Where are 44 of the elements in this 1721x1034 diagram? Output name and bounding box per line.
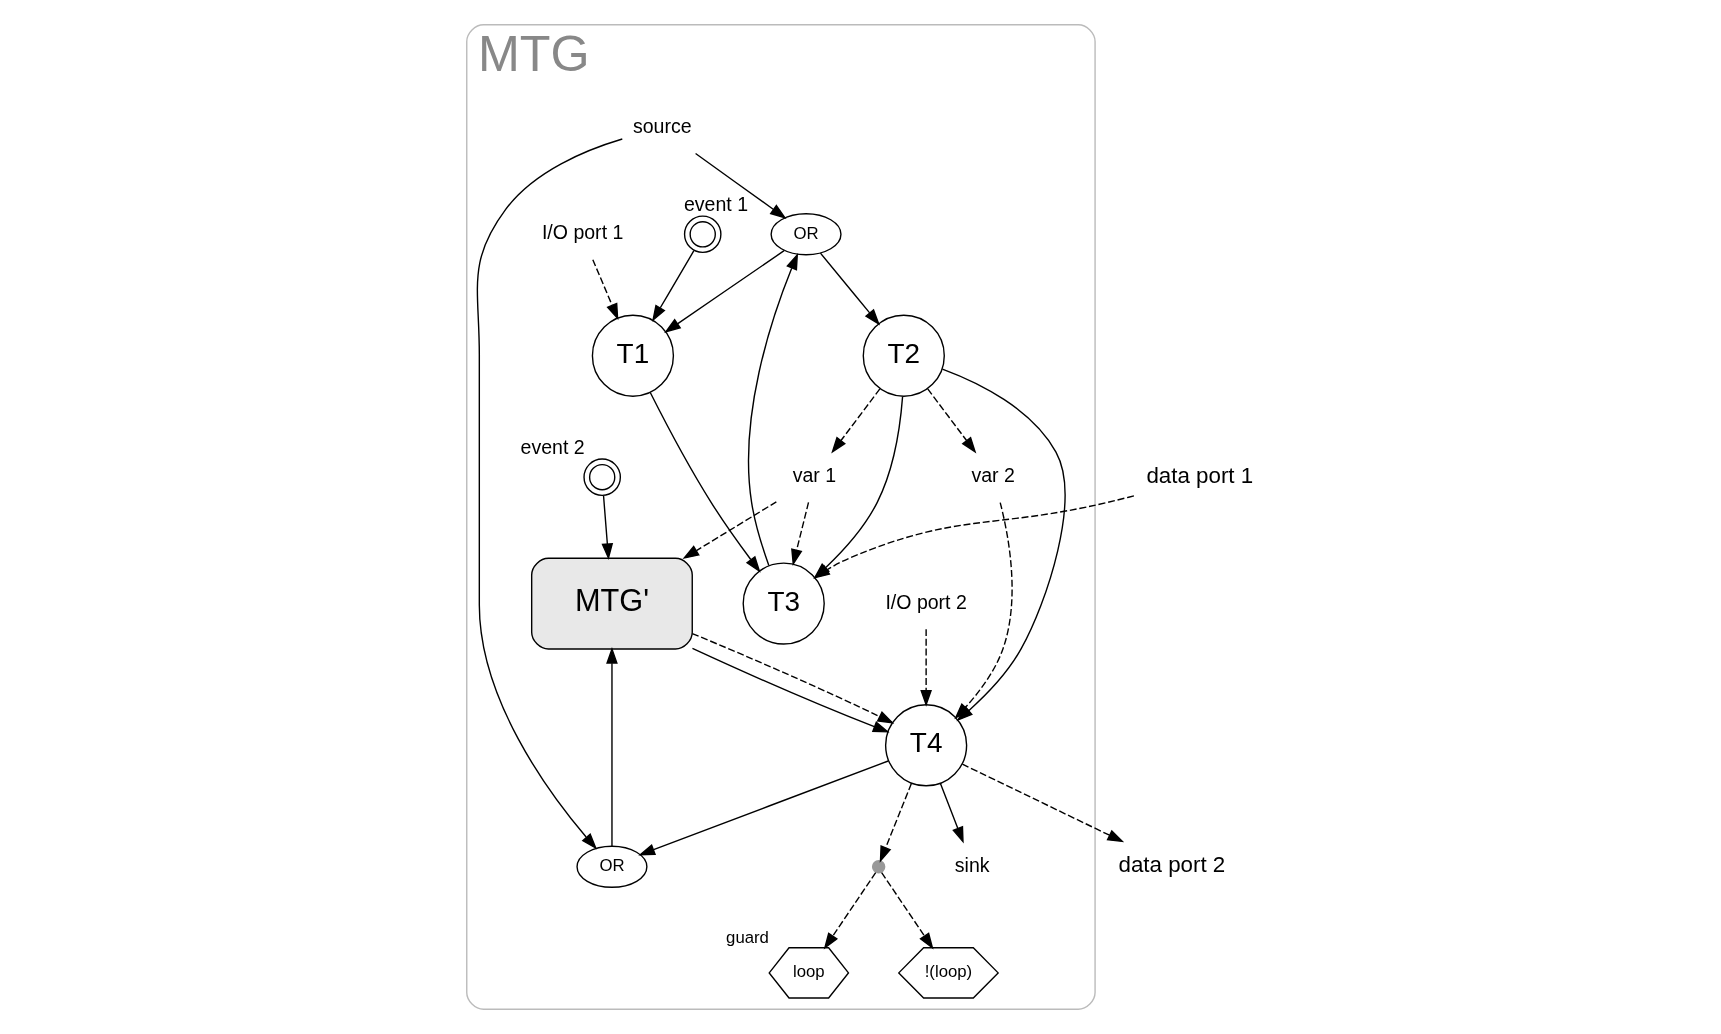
- arrow: [664, 250, 785, 333]
- arrow: [747, 253, 799, 567]
- node-label: guard: [726, 928, 769, 947]
- node-text: sink: [954, 853, 990, 876]
- arrow: [880, 871, 934, 950]
- arrow: [652, 250, 695, 322]
- arrow: [939, 782, 964, 844]
- arrow: [476, 138, 623, 850]
- node-box: MTG': [530, 557, 693, 650]
- arrow: [592, 258, 619, 321]
- arrow: [694, 152, 787, 219]
- node-circle: T1: [591, 314, 675, 397]
- node-text: source: [632, 115, 692, 138]
- node-text: data port 1: [1146, 462, 1254, 488]
- arrow: [823, 871, 877, 950]
- arrow: [819, 252, 881, 326]
- arrow: [879, 782, 913, 863]
- node-ellipse: OR: [576, 845, 648, 888]
- arrow: [791, 501, 810, 566]
- arrow: [601, 495, 614, 561]
- node-label: event 2: [520, 435, 585, 458]
- node-ellipse: OR: [770, 213, 842, 256]
- node-text: I/O port 1: [541, 221, 624, 244]
- arrow: [638, 760, 889, 856]
- arrow: [961, 763, 1125, 843]
- node-text: var 1: [792, 464, 837, 487]
- node-circle: [583, 458, 622, 497]
- node-point: [871, 860, 886, 874]
- node-text: var 2: [971, 464, 1015, 487]
- arrow: [927, 388, 977, 454]
- node-text: data port 2: [1118, 852, 1226, 878]
- node-circle: T3: [742, 562, 825, 645]
- arrow: [691, 632, 895, 724]
- node-label: event 1: [683, 192, 749, 215]
- node-circle: T4: [884, 704, 968, 787]
- node-circle: T2: [862, 314, 945, 397]
- arrow: [606, 647, 618, 847]
- node-text: I/O port 2: [885, 590, 967, 613]
- arrow: [920, 628, 932, 707]
- arrow: [691, 647, 890, 733]
- arrow: [682, 501, 778, 560]
- arrow: [831, 388, 881, 454]
- arrow: [649, 391, 761, 573]
- node-circle: [683, 215, 722, 254]
